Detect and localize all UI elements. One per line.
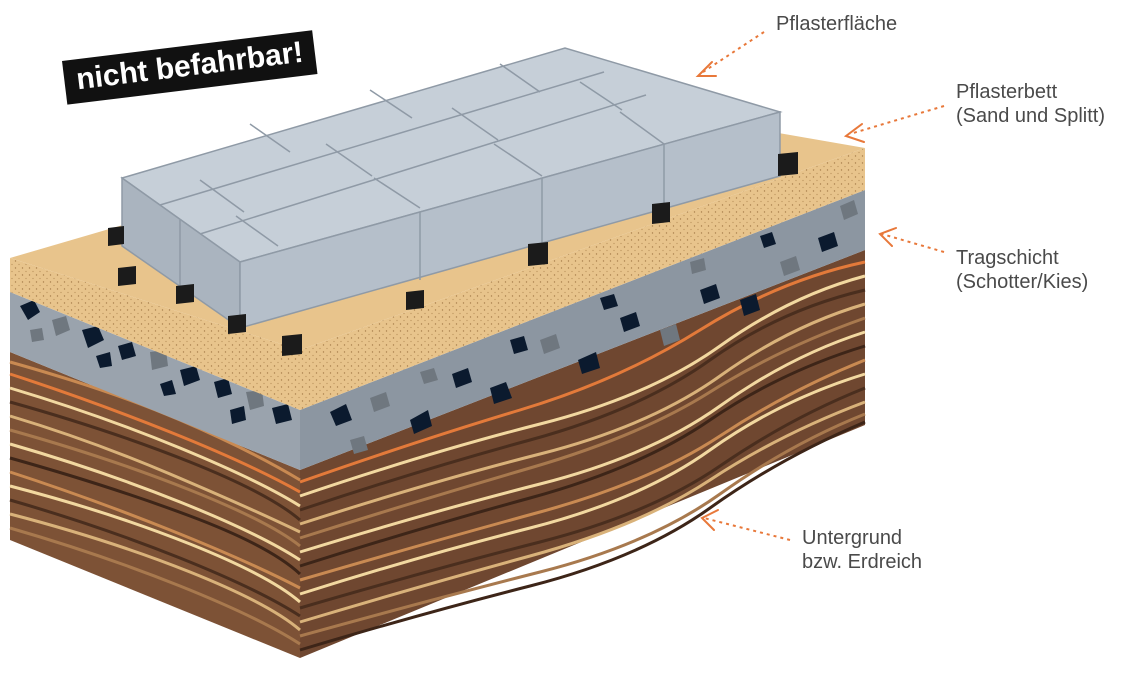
label-subsoil: Untergrund bzw. Erdreich bbox=[802, 526, 922, 574]
label-base-line-1: Tragschicht bbox=[956, 247, 1059, 269]
label-bedding-line-2: (Sand und Splitt) bbox=[956, 105, 1105, 127]
gravel-stones bbox=[20, 200, 858, 454]
arrow-bedding bbox=[843, 105, 945, 143]
soil-strata-left bbox=[9, 360, 302, 646]
leader-arrows bbox=[695, 31, 945, 541]
label-bedding: Pflasterbett (Sand und Splitt) bbox=[956, 80, 1105, 128]
paver-spacers bbox=[108, 152, 798, 356]
arrow-subsoil bbox=[700, 509, 791, 541]
arrow-pavement bbox=[695, 31, 765, 77]
label-base: Tragschicht (Schotter/Kies) bbox=[956, 246, 1088, 294]
label-subsoil-line-1: Untergrund bbox=[802, 527, 903, 549]
soil-strata-right bbox=[299, 260, 866, 652]
label-subsoil-line-2: bzw. Erdreich bbox=[802, 551, 923, 573]
label-pavement: Pflasterfläche bbox=[776, 12, 897, 36]
label-pavement-line-1: Pflasterfläche bbox=[776, 13, 898, 35]
base-layer-gravel bbox=[10, 190, 865, 470]
arrow-base bbox=[878, 227, 945, 253]
subsoil-layer bbox=[9, 250, 866, 658]
label-bedding-line-1: Pflasterbett bbox=[956, 81, 1058, 103]
paver-stones bbox=[120, 47, 783, 330]
label-base-line-2: (Schotter/Kies) bbox=[956, 271, 1089, 293]
